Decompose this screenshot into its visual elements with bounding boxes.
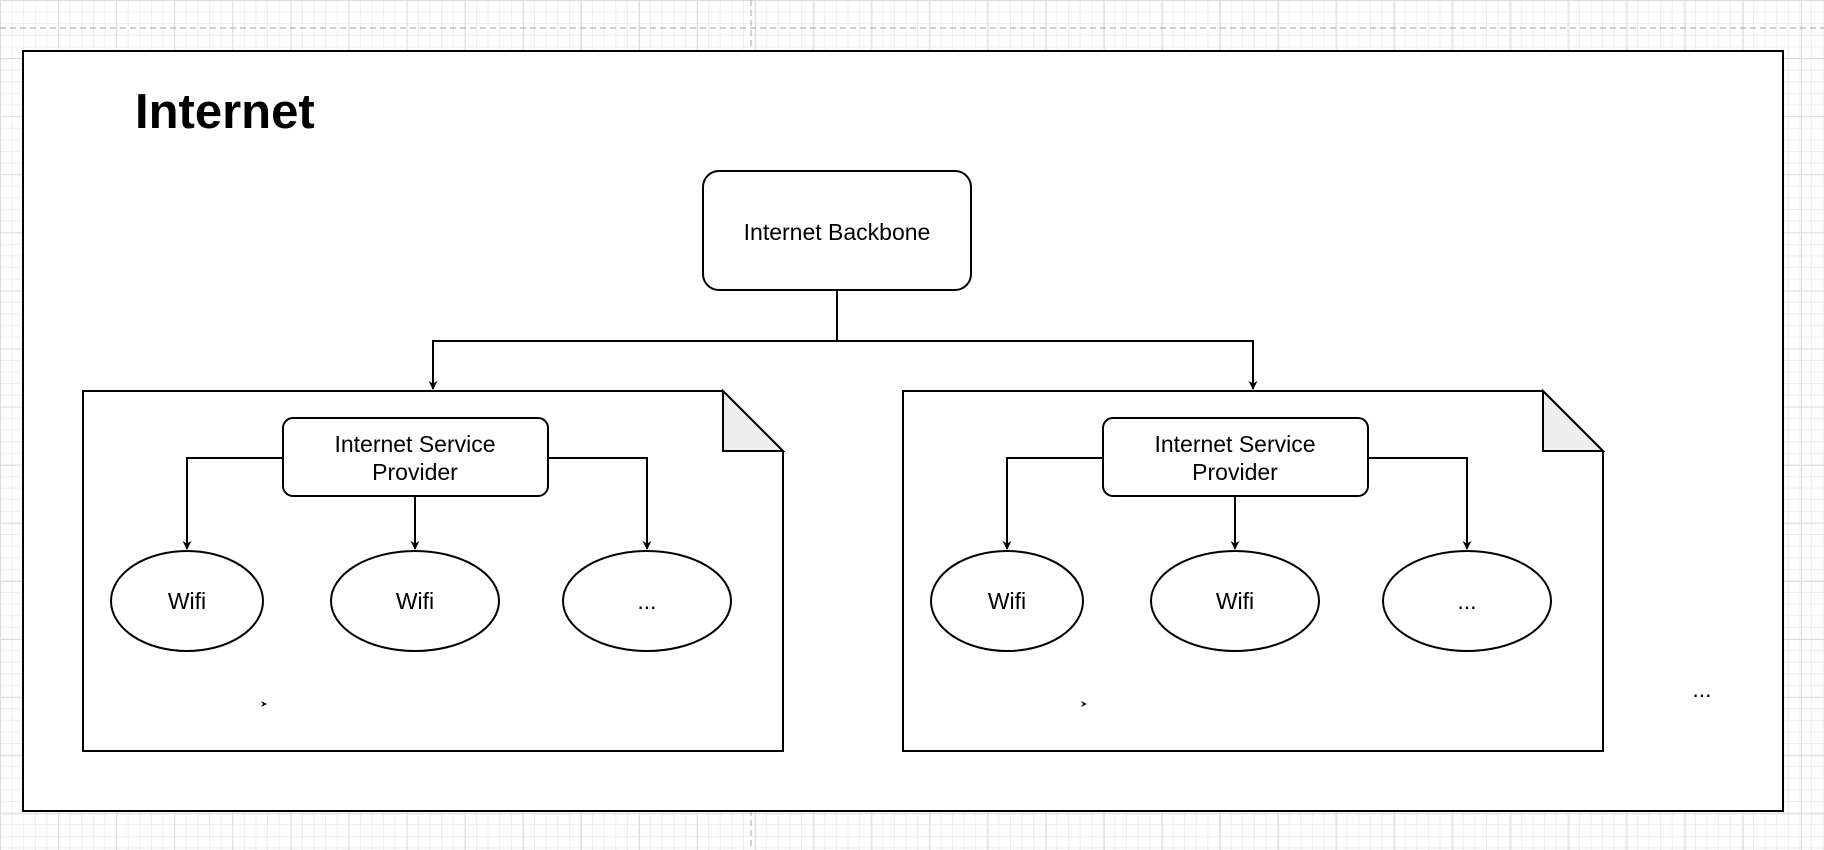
isp-1-label-line2: Provider (372, 459, 458, 485)
wifi-label: Wifi (1216, 588, 1254, 614)
more-node[interactable] (562, 550, 732, 652)
isp-1-to-wifi-1-connector[interactable] (182, 457, 283, 550)
isp-2-to-more-connector[interactable] (1368, 457, 1472, 550)
more-label: ... (1457, 588, 1476, 614)
isp-2-label-line2: Provider (1192, 459, 1278, 485)
isp-2-to-wifi-1-connector[interactable] (1002, 457, 1103, 550)
stray-arrow-icon (1081, 701, 1087, 707)
isp-1-to-more-connector[interactable] (548, 457, 652, 550)
internet-title: Internet (135, 85, 315, 139)
isp-2-label-line1: Internet Service (1154, 431, 1315, 457)
wifi-label: Wifi (168, 588, 206, 614)
more-label: ... (637, 588, 656, 614)
wifi-node[interactable] (1150, 550, 1320, 652)
backbone-to-isp-2-connector[interactable] (837, 340, 1258, 390)
isp-group-1-note-fold (722, 388, 786, 452)
wifi-node[interactable] (110, 550, 264, 652)
wifi-label: Wifi (988, 588, 1026, 614)
stray-arrow-icon (261, 701, 267, 707)
more-isps-indicator[interactable]: ... (1692, 676, 1711, 702)
wifi-node[interactable] (330, 550, 500, 652)
isp-group-2-note-fold (1542, 388, 1606, 452)
wifi-label: Wifi (396, 588, 434, 614)
more-node[interactable] (1382, 550, 1552, 652)
backbone-label: Internet Backbone (744, 219, 931, 245)
isp-group-2[interactable]: Internet Service Provider Wifi Wifi ... (902, 388, 1606, 752)
backbone-to-isp-1-connector[interactable] (428, 290, 838, 390)
wifi-node[interactable] (930, 550, 1084, 652)
isp-1-label-line1: Internet Service (334, 431, 495, 457)
isp-group-1[interactable]: Internet Service Provider Wifi Wifi ... (82, 388, 786, 752)
